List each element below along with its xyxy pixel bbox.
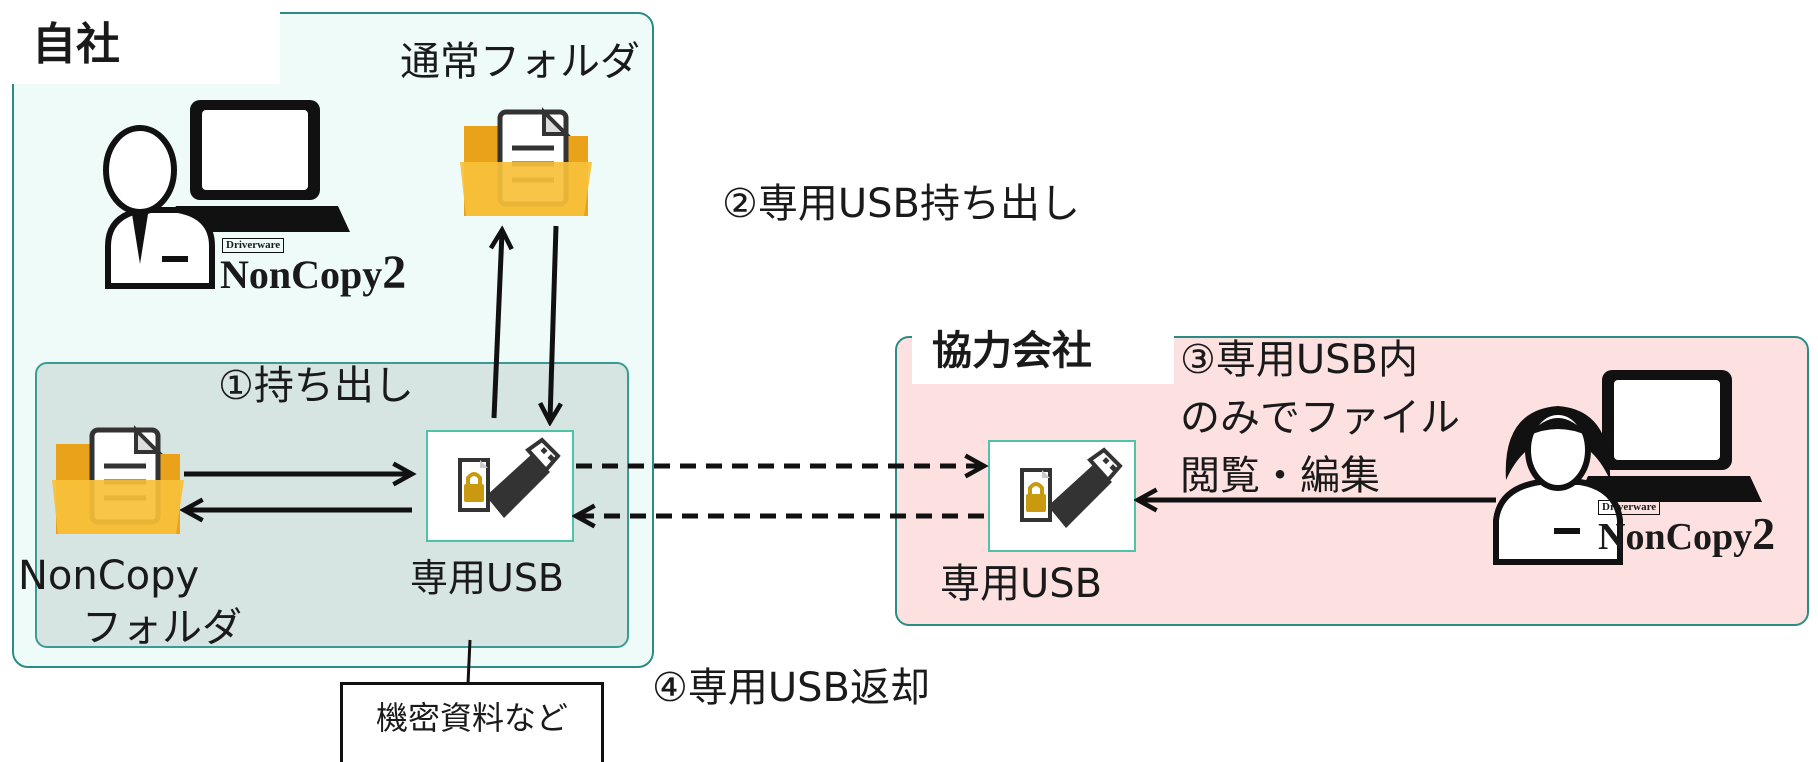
partner-label: 協力会社 — [912, 318, 1174, 384]
logo-version: 2 — [1752, 508, 1776, 559]
usb-lock-icon — [1020, 447, 1123, 528]
confidential-note: 機密資料など — [340, 682, 604, 762]
company-label: 自社 — [10, 10, 280, 84]
noncopy-logo-partner: NonCopy2 — [1598, 511, 1775, 559]
step4-label: ④専用USB返却 — [652, 665, 930, 711]
step3-label-line1: ③専用USB内 — [1180, 337, 1418, 383]
usb-lock-icon — [458, 437, 561, 518]
step3-label-line2: のみでファイル — [1180, 395, 1460, 441]
brand-small-label: Driverware — [222, 238, 285, 253]
normal-folder-icon — [460, 107, 592, 216]
logo-product: NonCopy — [220, 252, 383, 297]
partner-usb-label: 専用USB — [940, 561, 1103, 607]
company-usb-box — [426, 430, 574, 542]
step1-label: ①持ち出し — [218, 363, 414, 409]
noncopy-folder-label-line2: フォルダ — [82, 605, 242, 651]
normal-folder-label: 通常フォルダ — [400, 39, 640, 85]
partner-usb-box — [988, 440, 1136, 552]
company-user-laptop-icon — [103, 100, 350, 289]
logo-product: NonCopy — [1598, 516, 1753, 558]
company-usb-label: 専用USB — [410, 556, 565, 600]
logo-version: 2 — [382, 246, 407, 299]
step3-label-line3: 閲覧・編集 — [1180, 453, 1380, 499]
noncopy-folder-label-line1: NonCopy — [18, 553, 200, 599]
partner-user-laptop-icon — [1493, 370, 1762, 565]
noncopy-logo: NonCopy2 — [220, 249, 406, 298]
noncopy-folder-icon — [52, 425, 184, 534]
step2-label: ②専用USB持ち出し — [722, 181, 1080, 227]
brand-small-label-partner: Driverware — [1598, 500, 1661, 515]
